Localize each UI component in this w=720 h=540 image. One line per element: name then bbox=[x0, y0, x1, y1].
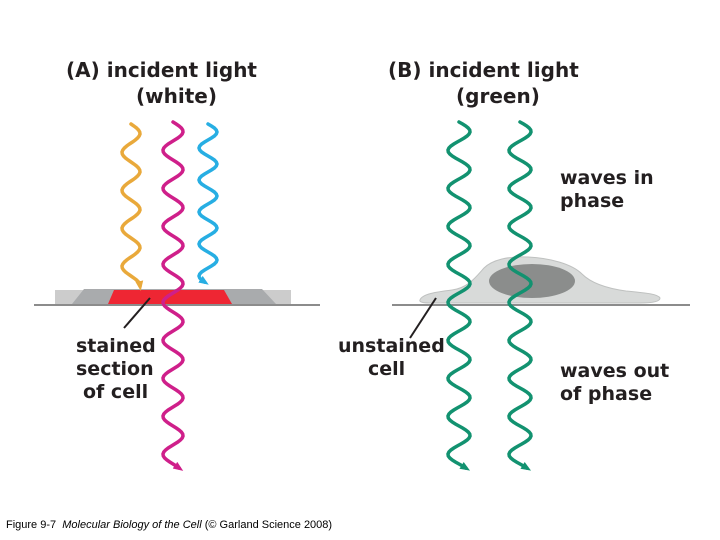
panel-b-title-line2: (green) bbox=[456, 84, 540, 108]
stained-section bbox=[108, 290, 232, 304]
out-phase-label-line2: of phase bbox=[560, 383, 652, 405]
unstained-label-line2: cell bbox=[368, 358, 405, 380]
magenta-wave bbox=[161, 120, 185, 471]
in-phase-label-line2: phase bbox=[560, 190, 624, 212]
panel-a-slide bbox=[34, 289, 320, 306]
cyan-wave bbox=[197, 122, 219, 285]
leader-unstained bbox=[409, 297, 437, 339]
caption-figure: Figure 9-7 bbox=[6, 519, 57, 531]
stained-label-line2: section bbox=[76, 358, 154, 380]
leader-stained bbox=[123, 297, 151, 329]
out-phase-label-line1: waves out bbox=[560, 360, 669, 382]
panel-a-title-line2: (white) bbox=[136, 84, 217, 108]
yellow-wave bbox=[120, 122, 144, 291]
panel-a-title-line1: (A) incident light bbox=[66, 58, 257, 82]
stained-label-line3: of cell bbox=[83, 381, 148, 403]
unstained-label-line1: unstained bbox=[338, 335, 445, 357]
green-wave-right bbox=[507, 120, 533, 471]
caption-book: Molecular Biology of the Cell bbox=[62, 519, 202, 531]
caption-credit: (© Garland Science 2008) bbox=[204, 519, 333, 531]
panel-b-title-line1: (B) incident light bbox=[388, 58, 579, 82]
figure-caption: Figure 9-7 Molecular Biology of the Cell… bbox=[6, 519, 332, 531]
green-wave-left bbox=[446, 120, 472, 471]
in-phase-label-line1: waves in bbox=[560, 167, 654, 189]
stained-label-line1: stained bbox=[76, 335, 156, 357]
panel-b-slide bbox=[392, 256, 690, 306]
